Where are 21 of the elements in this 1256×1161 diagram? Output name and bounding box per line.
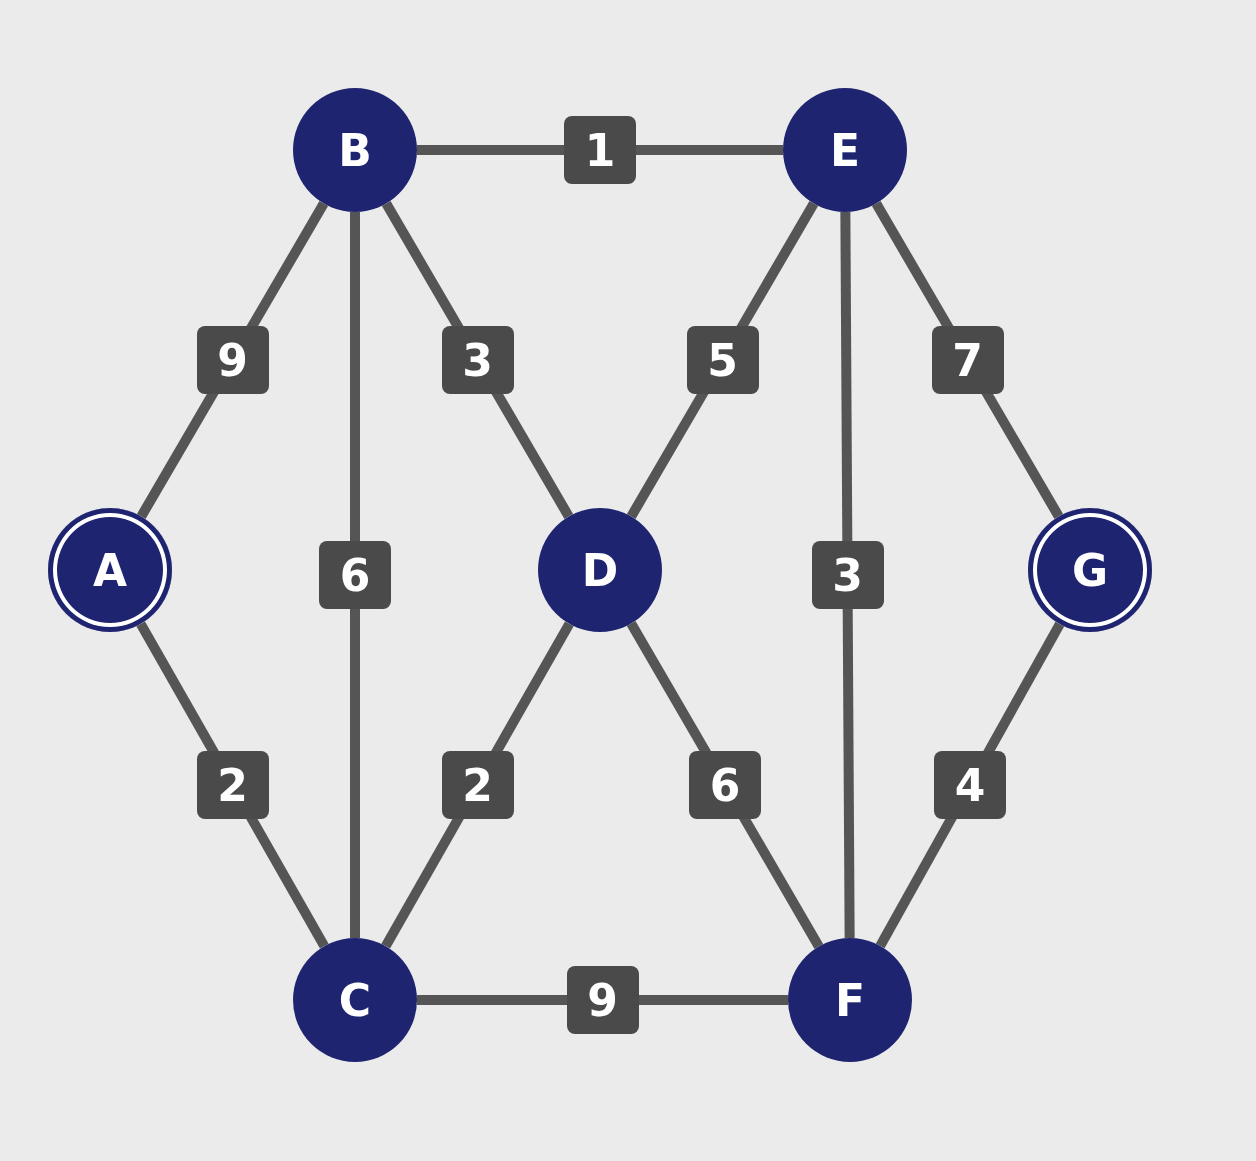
edge-label: 3	[441, 326, 514, 394]
node-label: B	[338, 124, 372, 176]
edge-label: 7	[931, 326, 1004, 394]
node-label: G	[1071, 544, 1109, 596]
edge-label: 2	[196, 751, 269, 819]
edge-label: 4	[934, 751, 1006, 819]
edge-label: 5	[686, 326, 759, 394]
node-label: E	[829, 124, 861, 176]
edge-label: 9	[196, 326, 269, 394]
edge-label: 1	[564, 116, 636, 184]
edge-label: 9	[566, 966, 639, 1034]
connector-line	[350, 212, 360, 938]
node-label: F	[834, 974, 866, 1026]
edge-label: 6	[689, 751, 761, 819]
node-label: A	[92, 544, 128, 596]
edge-label: 6	[319, 541, 391, 609]
edge-label: 3	[811, 541, 884, 609]
node-label: C	[338, 974, 372, 1026]
connector-line	[840, 211, 855, 939]
edge-label: 2	[441, 751, 514, 819]
node-label: D	[581, 544, 619, 596]
